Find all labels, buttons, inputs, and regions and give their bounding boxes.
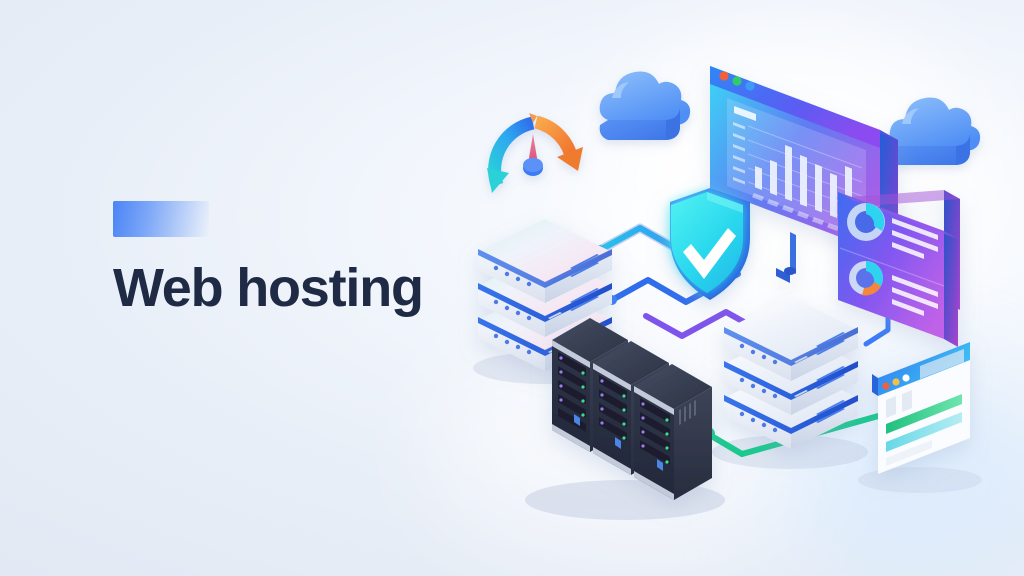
page-title: Web hosting — [113, 258, 424, 318]
window-traffic-lights — [719, 71, 755, 91]
rack-leds — [641, 402, 669, 464]
progress-bar-cyan — [886, 412, 962, 452]
speed-gauge — [487, 113, 583, 193]
server-unit — [724, 297, 858, 381]
server-racks — [552, 318, 712, 500]
rack-slots — [640, 398, 670, 465]
rack-leds — [559, 356, 585, 417]
donut-chart-bottom — [849, 261, 883, 296]
server-unit — [478, 219, 612, 303]
rack-slots — [599, 375, 627, 441]
browser-placeholder-blocks — [886, 349, 964, 418]
server-stack-left — [478, 219, 612, 371]
cloud-left — [599, 71, 691, 140]
stats-panel — [836, 190, 960, 347]
accent-bar — [113, 201, 209, 237]
browser-traffic-lights — [882, 374, 910, 390]
rack-slots — [558, 352, 586, 432]
server-rack — [634, 364, 712, 500]
stats-text-lines-bottom — [892, 275, 938, 316]
rack-vents — [679, 400, 696, 425]
progress-bar-green — [886, 394, 962, 434]
browser-window — [872, 342, 970, 474]
donut-chart-top — [847, 203, 885, 241]
chart-y-ticks — [733, 122, 745, 185]
server-stack-right — [724, 297, 858, 449]
cloud-right — [889, 97, 981, 165]
rack-leds — [600, 379, 626, 440]
security-shield — [670, 188, 750, 300]
stats-text-lines-top — [892, 218, 938, 259]
headline-block: Web hosting — [113, 201, 424, 318]
chart-bars — [755, 145, 852, 224]
